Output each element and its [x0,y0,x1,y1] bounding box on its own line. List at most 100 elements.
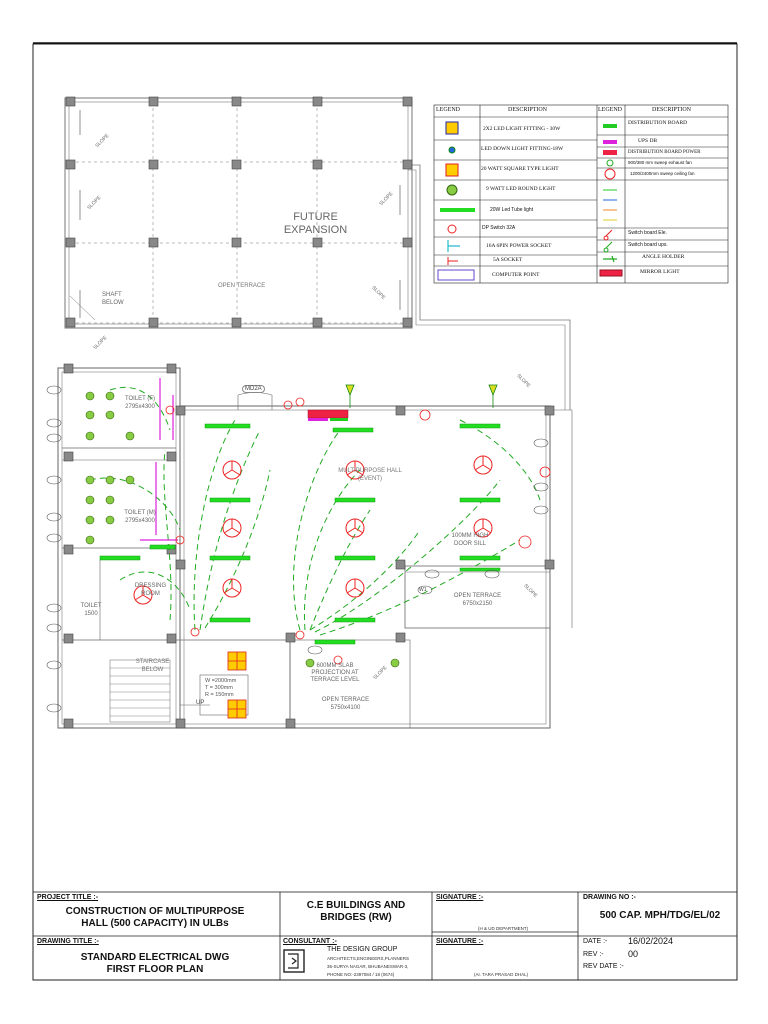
tube-light [334,555,376,561]
stair-dimensions-note: W =2000mm T = 300mm R = 150mm [205,678,237,698]
legend-left-item: 5A SOCKET [493,257,523,263]
legend-left-item: 20W Led Tube light [490,207,534,213]
legend-right-item: ANGLE HOLDER [642,254,685,260]
round-light-icon [85,475,95,485]
door-tag-md2a: MD2A [242,385,265,393]
structural-columns-floor [63,363,555,729]
door-sill-label: 100MM HIGH DOOR SILL [451,533,489,547]
tube-light-icon [440,208,475,212]
switch-board-ups-icon [603,241,613,253]
project-title-label: PROJECT TITLE :- [37,894,99,901]
round-light-icon [85,535,95,545]
round-light-icon [105,495,115,505]
round-light-icon [105,391,115,401]
future-expansion-label: FUTURE EXPANSION [283,211,348,236]
future-expansion-zone [64,97,571,410]
ups-db [308,418,328,421]
tube-light [459,497,501,503]
date-label: DATE :- [583,938,608,945]
legend-header-3: LEGEND [598,107,622,113]
date-value: 16/02/2024 [628,936,674,946]
client-name: C.E BUILDINGS AND BRIDGES (RW) [306,900,406,923]
tube-light [459,567,501,572]
tube-light [459,555,501,561]
distribution-board-icon [603,124,617,128]
exhaust-fan-icon [606,159,614,167]
ups-db-icon [603,140,617,144]
rev-value: 00 [628,949,639,959]
legend-right-item: MIRROR LIGHT [640,269,680,275]
ceiling-fan-icon [222,518,242,538]
led-panel-icon [445,121,459,135]
dp-switch-icon [447,224,457,234]
staircase-label: STAIRCASE BELOW [135,659,170,673]
angle-holder-icon [603,255,617,263]
round-light-icon [305,658,315,668]
slab-projection-label: 600MM SLAB PROJECTION AT TERRACE LEVEL [310,663,360,683]
tube-light [209,497,251,503]
legend-left-item: COMPUTER POINT [492,272,540,278]
legend-header-1: LEGEND [436,107,460,113]
mph-hall-label: MULTIPURPOSE HALL (EVENT) [338,468,402,482]
distribution-boards [307,409,349,421]
title-block-grid [32,891,738,981]
consultant-address: 35-SURYA NAGAR, BHUBANESWAR-3, [327,964,409,969]
round-light-icon [85,410,95,420]
drawing-no-label: DRAWING NO :- [583,894,636,901]
distribution-board [330,418,348,421]
wiring-circuits [89,386,541,636]
distribution-board-power [307,409,349,419]
db-power-icon [603,150,617,155]
round-light-icon [105,475,115,485]
ceiling-fan-icon [604,168,616,180]
round-light-icon [85,495,95,505]
tube-light [459,423,501,429]
angle-holders [345,384,498,408]
switch-board-ele-icon [603,229,613,241]
stair-up-label: UP [196,700,205,706]
round-light-icon [105,410,115,420]
round-light-icon [85,515,95,525]
tube-light [314,639,356,645]
tube-light [209,617,251,623]
window-tags [46,385,549,713]
legend-right-item: 1200/2400mm sweep ceiling fan [630,171,695,176]
legend-symbols [437,121,623,281]
drawing-title: STANDARD ELECTRICAL DWG FIRST FLOOR PLAN [80,952,230,975]
legend-header-4: DESCRIPTION [652,107,692,113]
consultant-subtitle: ARCHITECTS,ENGINEERS,PLANNERS [327,956,410,961]
window-tag-w1: W1 [419,587,427,593]
mirror-light-icon [599,269,623,277]
ceiling-fans [133,455,493,605]
toilet-f-label: TOILET (F) 2795x4300 [124,396,156,410]
legend-right-item: Switch board ups. [628,242,668,248]
legend-left-item: 9 WATT LED ROUND LIGHT [486,186,556,192]
computer-point-icon [437,269,475,281]
ceiling-fan-icon [345,518,365,538]
signatory-name: (Ar. TARA PRASAD DHAL) [474,972,529,977]
legend-left-item: 20 WATT SQUARE TYPE LIGHT [481,166,559,172]
open-terrace-right-label: OPEN TERRACE 6750x2150 [453,593,502,607]
consultant-name: THE DESIGN GROUP [327,946,398,953]
dressing-room-label: DRESSING ROOM [134,583,167,597]
ceiling-fan-icon [345,460,365,480]
tube-light [334,617,376,623]
open-terrace-top-label: OPEN TERRACE [218,283,266,289]
consultant-phone: PHONE NO:-2397084 / 18 (0674) [327,972,395,977]
legend-left-item: 16A 6PIN POWER SOCKET [486,243,552,249]
ceiling-fan-icon [222,578,242,598]
consultant-label: CONSULTANT :- [283,938,337,945]
ceiling-fan-icon [133,585,153,605]
round-lights [85,391,400,668]
round-light-icon [85,391,95,401]
drawing-number: 500 CAP. MPH/TDG/EL/02 [599,910,721,921]
switches-and-sockets [165,397,551,665]
rev-date-label: REV DATE :- [583,963,624,970]
legend-left-item: LED DOWN LIGHT FITTING-18W [481,146,564,152]
round-light-icon [446,184,458,196]
square-light-icon [227,651,247,671]
square-light-icon [227,699,247,719]
toilet-fixtures [140,378,178,541]
ceiling-fan-icon [473,455,493,475]
legend-header-2: DESCRIPTION [508,107,548,113]
